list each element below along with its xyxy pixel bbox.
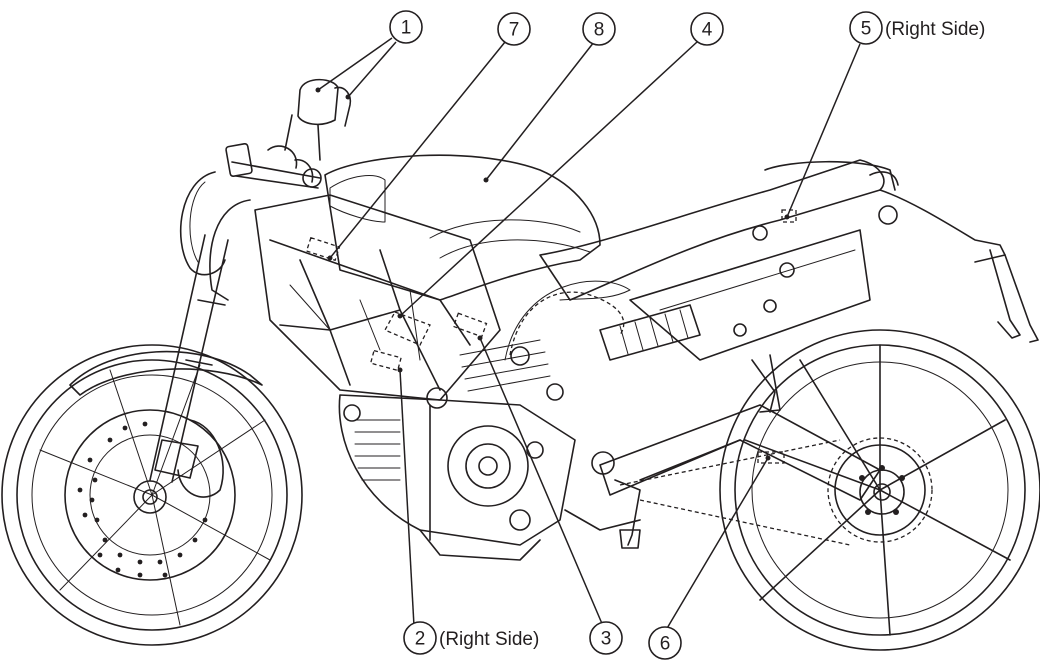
callout-6: 6 bbox=[648, 626, 682, 660]
callout-4-number: 4 bbox=[702, 20, 713, 41]
leader-7 bbox=[329, 41, 506, 259]
seat-and-tail bbox=[504, 159, 1039, 361]
callout-5-number: 5 bbox=[861, 19, 872, 40]
callout-5: 5 (Right Side) bbox=[849, 11, 985, 45]
callout-3-number: 3 bbox=[601, 629, 612, 650]
callout-1-number: 1 bbox=[401, 18, 412, 39]
front-fork bbox=[149, 234, 229, 498]
callout-5-note: (Right Side) bbox=[885, 19, 985, 40]
leader-3-tip bbox=[477, 335, 483, 341]
callout-2-note: (Right Side) bbox=[439, 629, 539, 650]
leader-8-tip bbox=[483, 177, 489, 183]
callout-7: 7 bbox=[497, 12, 531, 46]
leader-1b bbox=[347, 41, 397, 98]
leader-7-tip bbox=[327, 255, 333, 261]
exhaust bbox=[629, 229, 871, 361]
motorcycle-illustration bbox=[1, 78, 1040, 651]
callout-2: 2 (Right Side) bbox=[403, 621, 539, 655]
front-fender bbox=[69, 350, 263, 396]
leader-1b-tip bbox=[345, 94, 351, 100]
engine bbox=[338, 339, 576, 561]
drive-chain bbox=[619, 439, 851, 546]
leader-2 bbox=[399, 369, 415, 627]
leader-4 bbox=[399, 41, 698, 317]
callout-4: 4 bbox=[690, 12, 724, 46]
callout-6-number: 6 bbox=[660, 634, 671, 655]
trellis-frame bbox=[254, 194, 530, 409]
fuel-tank bbox=[324, 154, 601, 301]
leader-2-tip bbox=[397, 367, 403, 373]
leader-5 bbox=[786, 43, 861, 218]
leader-5-tip bbox=[784, 214, 790, 220]
headlight bbox=[179, 171, 226, 276]
callout-2-number: 2 bbox=[415, 629, 426, 650]
leader-6-tip bbox=[765, 455, 771, 461]
callout-3: 3 bbox=[589, 621, 623, 655]
callout-8-number: 8 bbox=[594, 20, 605, 41]
rear-wheel bbox=[719, 329, 1040, 651]
swingarm bbox=[591, 404, 881, 501]
leader-lines bbox=[315, 37, 861, 631]
leader-8 bbox=[485, 41, 595, 181]
footpegs bbox=[564, 359, 776, 549]
front-wheel bbox=[1, 344, 303, 646]
callout-7-number: 7 bbox=[509, 20, 520, 41]
leader-1a-tip bbox=[315, 87, 321, 93]
leader-4-tip bbox=[397, 313, 403, 319]
rear-shock bbox=[599, 304, 781, 413]
handlebar bbox=[225, 78, 352, 189]
label-location-markers bbox=[305, 209, 797, 464]
leader-6 bbox=[665, 457, 769, 631]
callout-8: 8 bbox=[582, 12, 616, 46]
callout-1: 1 bbox=[389, 10, 423, 44]
leader-3 bbox=[479, 337, 604, 627]
front-shroud bbox=[209, 199, 251, 301]
leader-1a bbox=[317, 37, 393, 91]
